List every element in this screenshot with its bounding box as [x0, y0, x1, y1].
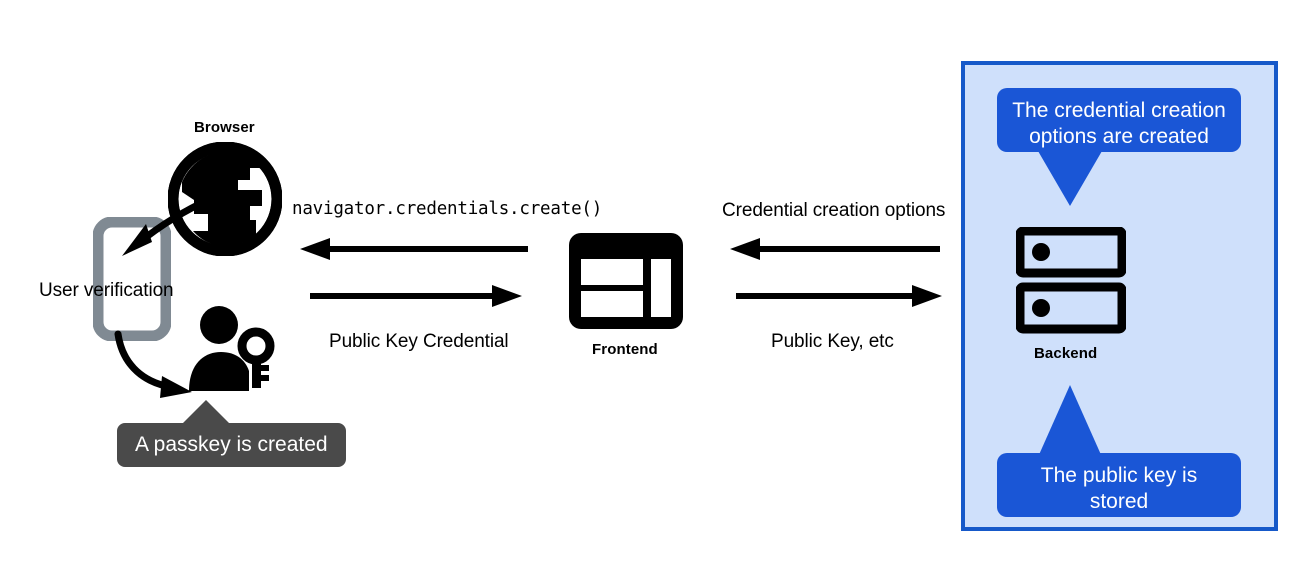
backend-label: Backend [1034, 345, 1098, 362]
backend-callout-bottom: The public key is stored [997, 453, 1241, 517]
passkey-tooltip: A passkey is created [117, 423, 346, 467]
arrow-label-public-key-etc: Public Key, etc [771, 331, 894, 352]
arrow-frontend-to-browser [300, 238, 528, 260]
user-verification-label: User verification [39, 280, 174, 301]
backend-callout-bottom-tail [1038, 385, 1102, 457]
backend-callout-top: The credential creation options are crea… [997, 88, 1241, 152]
browser-window-layout-icon [569, 233, 683, 329]
arrow-label-navigator-create: navigator.credentials.create() [292, 199, 603, 219]
smartphone-icon [93, 217, 171, 341]
arrow-label-credential-creation-options: Credential creation options [722, 200, 946, 221]
frontend-label: Frontend [592, 341, 658, 358]
arrow-phone-to-user [114, 330, 192, 398]
backend-callout-top-line2: options are created [1029, 125, 1209, 148]
backend-callout-bottom-line1: The public key is [1040, 464, 1198, 487]
arrow-backend-to-frontend [730, 238, 940, 260]
backend-callout-top-line1: The credential creation [1012, 99, 1226, 122]
server-rack-icon [1016, 227, 1126, 334]
passkey-tooltip-tail [180, 400, 232, 426]
backend-callout-bottom-line2: stored [1089, 490, 1149, 513]
backend-callout-top-tail [1038, 151, 1102, 206]
arrow-browser-to-phone [122, 194, 216, 256]
arrow-browser-to-frontend [310, 285, 522, 307]
globe-icon [168, 142, 282, 256]
arrow-label-public-key-credential: Public Key Credential [329, 331, 509, 352]
user-with-key-icon [189, 306, 275, 391]
browser-label: Browser [194, 119, 255, 136]
arrow-frontend-to-backend [736, 285, 942, 307]
